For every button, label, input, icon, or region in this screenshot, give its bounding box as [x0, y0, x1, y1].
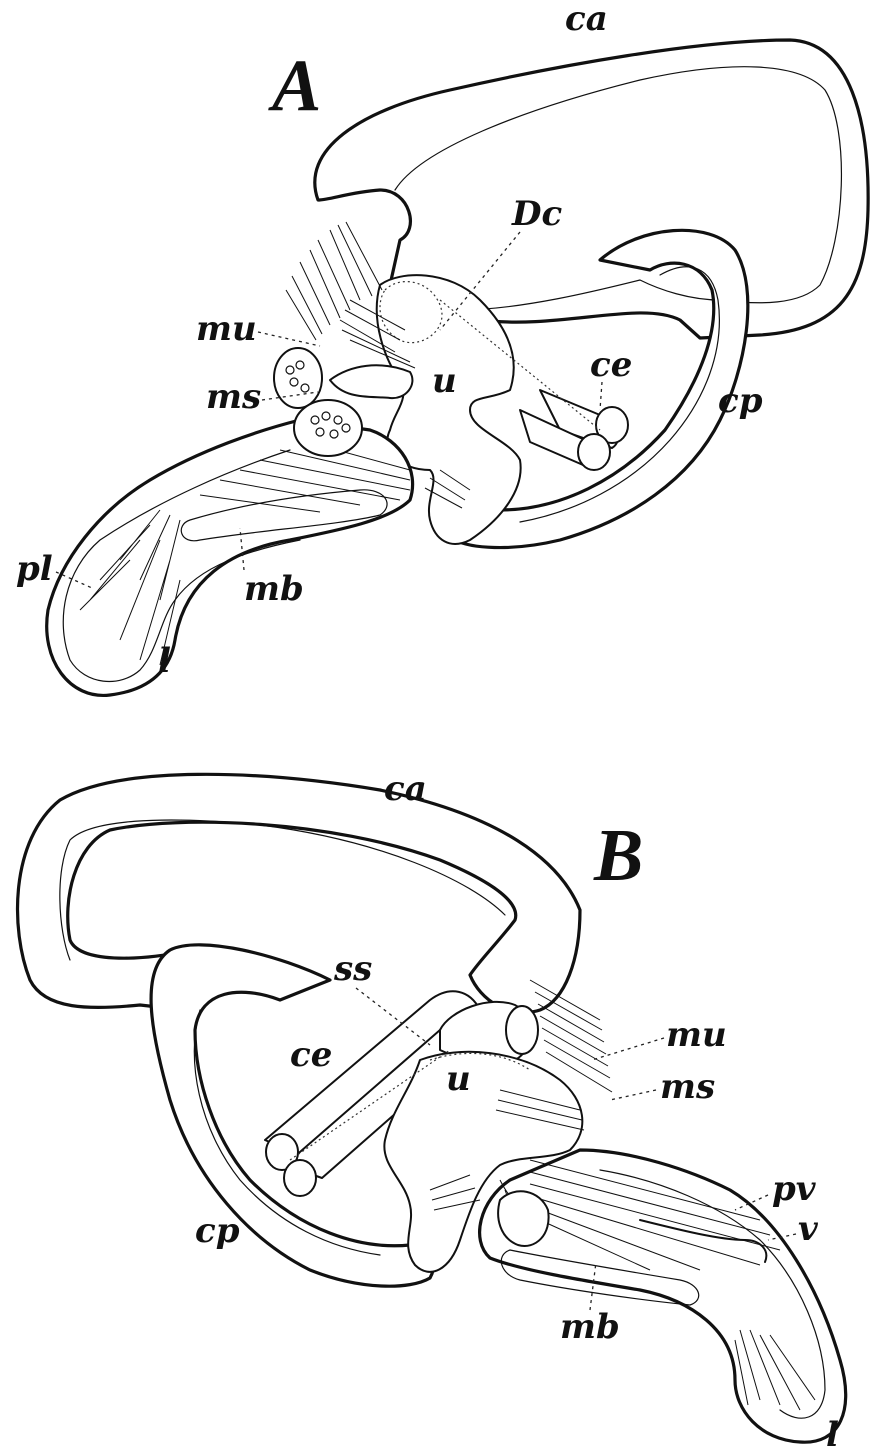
figure-b-label-ce: ce	[290, 1035, 332, 1075]
figure-b-ss-end-2	[284, 1160, 316, 1196]
figure-a-label-ca: ca	[565, 0, 608, 39]
figure-b-label-mu: mu	[666, 1015, 727, 1055]
figure-a-leader-ce	[600, 382, 602, 410]
figure-a-label-dc: Dc	[511, 194, 562, 234]
figure-a: A ca Dc mu ms u ce cp pl mb l	[16, 0, 868, 695]
figure-a-crus-end-2	[578, 434, 610, 470]
figure-a-label-u: u	[432, 361, 457, 401]
figure-b-leader-ms	[610, 1090, 656, 1100]
figure-a-ms-flap	[330, 365, 412, 398]
figure-b-label-ms: ms	[660, 1067, 715, 1107]
figure-b-upper-tube-end	[506, 1006, 538, 1054]
figure-b-label-ss: ss	[333, 949, 372, 989]
figure-a-panel-letter: A	[268, 45, 321, 127]
figure-b-panel-letter: B	[593, 815, 643, 897]
figure-b-label-u: u	[446, 1059, 471, 1099]
figure-b-label-mb: mb	[560, 1307, 620, 1347]
figure-a-label-cp: cp	[718, 381, 763, 421]
figure-a-label-ms: ms	[206, 377, 261, 417]
figure-a-label-mu: mu	[196, 309, 257, 349]
figure-b-label-ca: ca	[384, 769, 427, 809]
figure-b-label-pv: pv	[772, 1169, 817, 1209]
figure-b-label-l: l	[826, 1415, 839, 1455]
figure-a-label-mb: mb	[244, 569, 304, 609]
figure-b-ms-flap	[498, 1191, 548, 1246]
figure-a-label-pl: pl	[16, 549, 53, 589]
figure-b: B ca ss mu ce u ms pv v cp mb l	[18, 769, 846, 1455]
figure-a-label-l: l	[158, 641, 171, 681]
figure-a-nerve-section-1	[274, 348, 322, 408]
figure-a-label-ce: ce	[590, 345, 632, 385]
figure-a-leader-mu	[258, 332, 320, 346]
figure-a-lagena	[47, 420, 413, 695]
figure-a-nerve-section-2	[294, 400, 362, 456]
figure-b-label-cp: cp	[195, 1211, 240, 1251]
figure-b-label-v: v	[798, 1209, 819, 1249]
